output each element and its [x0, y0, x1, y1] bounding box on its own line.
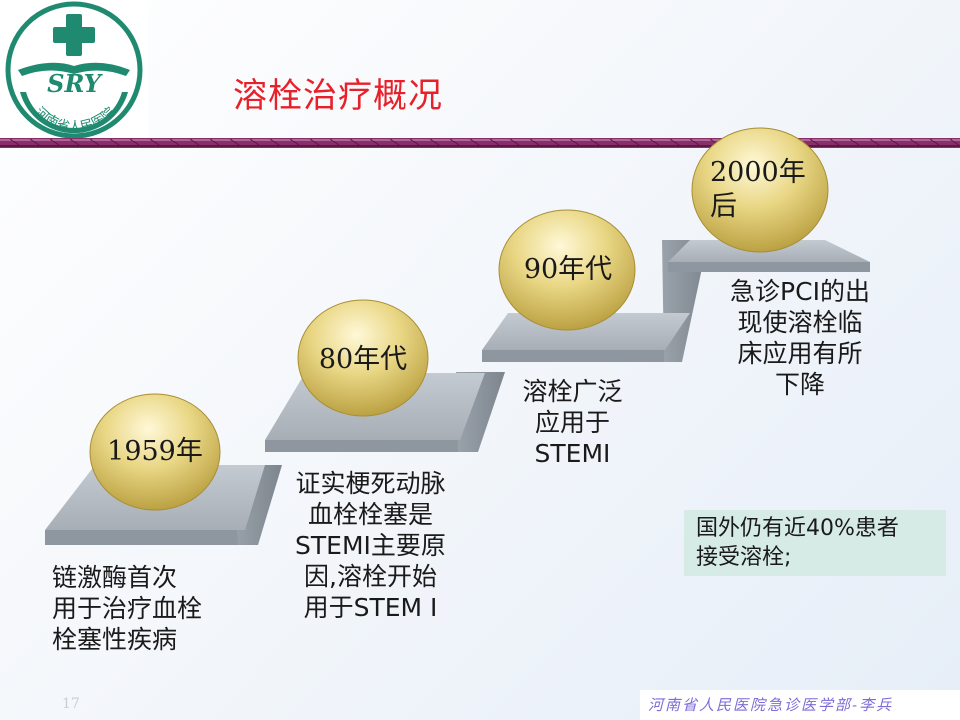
stage-3-ball: 90年代	[507, 240, 629, 300]
logo-sry-text: SRY	[47, 69, 104, 98]
page-number: 17	[62, 696, 80, 712]
step-2-front	[265, 440, 460, 452]
stage-1-ball: 1959年	[95, 420, 215, 484]
page-title: 溶栓治疗概况	[233, 76, 443, 116]
footer: 河南省人民医院急诊医学部-李兵	[640, 690, 960, 720]
stage-2-ball: 80年代	[303, 330, 423, 390]
stage-3-label: 90年代	[523, 254, 613, 286]
hospital-logo-icon: SRY 河南省人民医院	[5, 1, 143, 139]
note-box: 国外仍有近40%患者 接受溶栓;	[684, 510, 946, 576]
logo: SRY 河南省人民医院	[0, 0, 148, 140]
stage-2-description: 证实梗死动脉 血栓栓塞是 STEMI主要原 因,溶栓开始 用于STEM I	[295, 469, 446, 622]
stage-1-label: 1959年	[107, 436, 203, 468]
step-1-front	[45, 530, 245, 545]
stage-4-label: 2000年 后	[710, 157, 806, 222]
footer-text: 河南省人民医院急诊医学部-李兵	[648, 696, 894, 714]
stage-1-ball-shape	[89, 393, 221, 511]
note-text: 国外仍有近40%患者 接受溶栓;	[696, 516, 899, 570]
stage-2-label: 80年代	[318, 344, 408, 376]
stage-4-ball-shape	[691, 127, 829, 253]
stage-4-description: 急诊PCI的出 现使溶栓临 床应用有所 下降	[730, 277, 870, 399]
step-4-front	[668, 262, 870, 272]
stage-1-description: 链激酶首次 用于治疗血栓 栓塞性疾病	[52, 563, 203, 654]
stage-4-ball: 2000年 后	[710, 150, 820, 230]
stage-2-ball-shape	[297, 299, 429, 417]
step-3-front	[482, 350, 665, 362]
stage-3-description: 溶栓广泛 应用于 STEMI	[522, 377, 623, 468]
stage-3-ball-shape	[498, 209, 636, 331]
